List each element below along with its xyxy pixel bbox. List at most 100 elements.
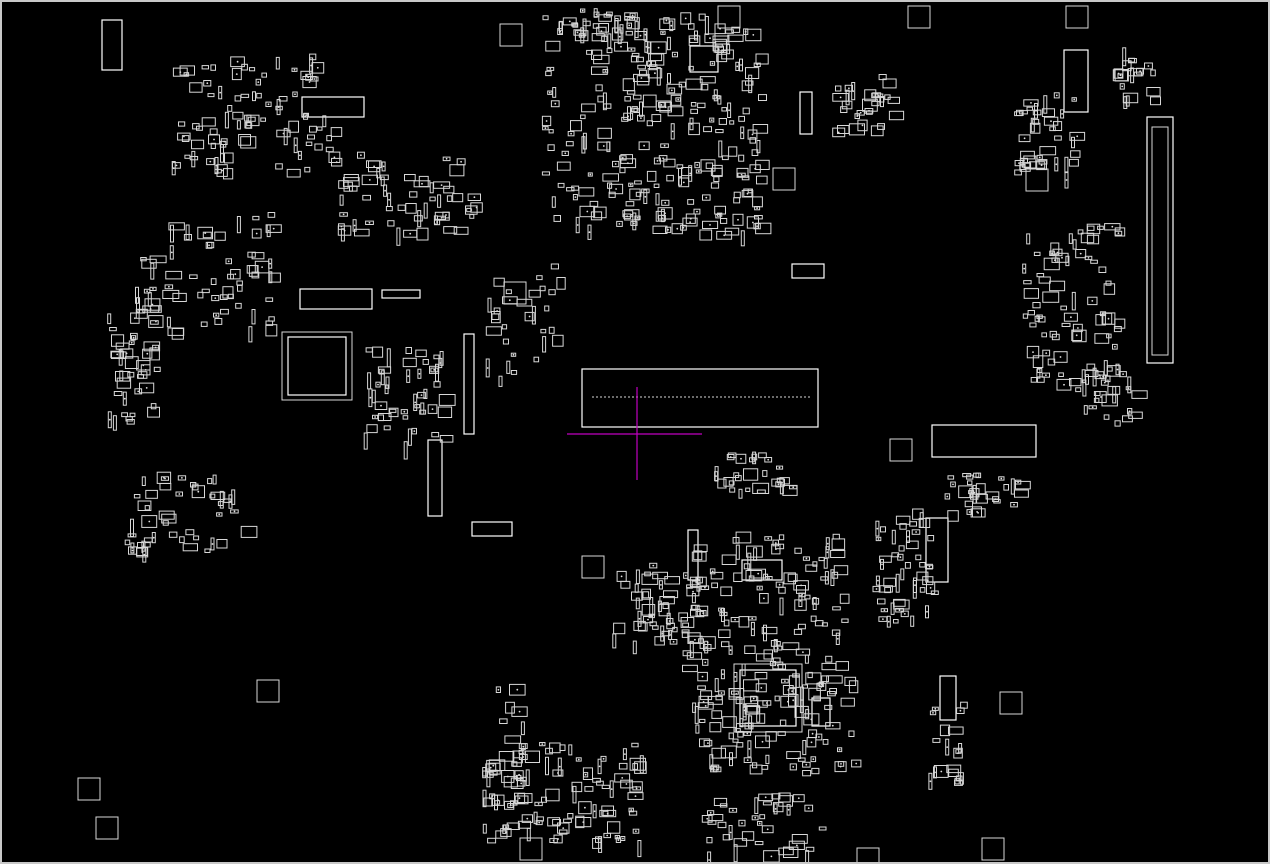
smd-footprint[interactable] bbox=[547, 90, 553, 95]
smd-footprint[interactable] bbox=[551, 196, 556, 208]
component-cpu-outline-left[interactable] bbox=[281, 331, 353, 401]
smd-footprint[interactable] bbox=[781, 678, 789, 684]
smd-footprint[interactable] bbox=[404, 174, 416, 182]
smd-footprint[interactable] bbox=[542, 126, 549, 131]
smd-footprint[interactable] bbox=[209, 128, 218, 135]
component-connector-top-left[interactable] bbox=[301, 96, 365, 118]
smd-footprint[interactable] bbox=[899, 523, 907, 530]
smd-footprint[interactable] bbox=[728, 480, 735, 486]
smd-footprint[interactable] bbox=[700, 585, 710, 591]
smd-footprint[interactable] bbox=[844, 676, 857, 686]
smd-footprint[interactable] bbox=[578, 187, 595, 197]
smd-footprint[interactable] bbox=[1051, 257, 1059, 263]
smd-footprint[interactable] bbox=[291, 67, 298, 72]
smd-footprint[interactable] bbox=[587, 172, 593, 177]
smd-footprint[interactable] bbox=[486, 768, 491, 788]
smd-footprint[interactable] bbox=[1083, 405, 1088, 415]
smd-footprint[interactable] bbox=[249, 67, 256, 72]
smd-footprint[interactable] bbox=[831, 538, 846, 550]
smd-footprint[interactable] bbox=[820, 576, 829, 581]
smd-footprint[interactable] bbox=[1098, 266, 1107, 273]
smd-footprint[interactable] bbox=[805, 564, 818, 572]
smd-footprint[interactable] bbox=[406, 369, 411, 383]
smd-footprint[interactable] bbox=[1113, 326, 1122, 333]
smd-footprint[interactable] bbox=[788, 694, 799, 707]
square-pad[interactable] bbox=[999, 691, 1023, 715]
smd-footprint[interactable] bbox=[128, 340, 135, 345]
smd-footprint[interactable] bbox=[286, 168, 301, 178]
smd-footprint[interactable] bbox=[927, 535, 935, 542]
smd-footprint[interactable] bbox=[688, 122, 700, 136]
smd-footprint[interactable] bbox=[880, 558, 884, 570]
smd-footprint[interactable] bbox=[737, 172, 746, 177]
smd-footprint[interactable] bbox=[485, 358, 490, 378]
smd-footprint[interactable] bbox=[140, 364, 151, 376]
smd-footprint[interactable] bbox=[330, 127, 343, 137]
smd-footprint[interactable] bbox=[236, 280, 243, 286]
smd-footprint[interactable] bbox=[1026, 233, 1031, 245]
smd-footprint[interactable] bbox=[743, 188, 753, 197]
smd-footprint[interactable] bbox=[469, 214, 475, 219]
smd-footprint[interactable] bbox=[375, 381, 381, 388]
smd-footprint[interactable] bbox=[309, 57, 314, 74]
smd-footprint[interactable] bbox=[670, 94, 682, 106]
smd-footprint[interactable] bbox=[700, 83, 709, 91]
smd-footprint[interactable] bbox=[713, 89, 718, 102]
smd-footprint[interactable] bbox=[733, 191, 741, 199]
smd-footprint[interactable] bbox=[433, 381, 441, 388]
smd-footprint[interactable] bbox=[725, 29, 734, 34]
smd-footprint[interactable] bbox=[531, 305, 536, 325]
smd-footprint[interactable] bbox=[724, 227, 740, 236]
smd-footprint[interactable] bbox=[832, 533, 840, 540]
smd-footprint[interactable] bbox=[1053, 121, 1063, 131]
smd-footprint[interactable] bbox=[443, 185, 455, 194]
smd-footprint[interactable] bbox=[622, 748, 627, 761]
smd-footprint[interactable] bbox=[699, 229, 713, 241]
smd-footprint[interactable] bbox=[267, 212, 276, 218]
smd-footprint[interactable] bbox=[431, 432, 440, 438]
smd-footprint[interactable] bbox=[209, 493, 216, 499]
smd-footprint[interactable] bbox=[220, 144, 224, 163]
smd-footprint[interactable] bbox=[658, 155, 668, 162]
smd-footprint[interactable] bbox=[818, 826, 827, 831]
smd-footprint[interactable] bbox=[137, 309, 146, 314]
smd-footprint[interactable] bbox=[689, 640, 694, 659]
smd-footprint[interactable] bbox=[841, 100, 853, 110]
smd-footprint[interactable] bbox=[197, 291, 204, 299]
smd-footprint[interactable] bbox=[763, 649, 773, 660]
smd-footprint[interactable] bbox=[1010, 502, 1018, 508]
smd-footprint[interactable] bbox=[623, 213, 631, 220]
smd-footprint[interactable] bbox=[804, 654, 809, 664]
smd-footprint[interactable] bbox=[756, 585, 763, 591]
smd-footprint[interactable] bbox=[385, 206, 393, 212]
smd-footprint[interactable] bbox=[227, 293, 234, 300]
smd-footprint[interactable] bbox=[802, 684, 808, 689]
smd-footprint[interactable] bbox=[928, 772, 933, 790]
smd-footprint[interactable] bbox=[685, 213, 696, 224]
smd-footprint[interactable] bbox=[658, 603, 670, 617]
smd-footprint[interactable] bbox=[802, 761, 811, 768]
smd-footprint[interactable] bbox=[116, 377, 132, 389]
smd-footprint[interactable] bbox=[848, 730, 855, 737]
smd-footprint[interactable] bbox=[636, 56, 644, 63]
smd-footprint[interactable] bbox=[598, 14, 612, 22]
smd-footprint[interactable] bbox=[1107, 385, 1121, 395]
smd-footprint[interactable] bbox=[756, 140, 761, 154]
smd-footprint[interactable] bbox=[1112, 343, 1118, 350]
smd-footprint[interactable] bbox=[261, 72, 267, 78]
smd-footprint[interactable] bbox=[787, 573, 798, 582]
smd-footprint[interactable] bbox=[130, 332, 138, 340]
square-pad[interactable] bbox=[519, 837, 543, 861]
smd-footprint[interactable] bbox=[502, 824, 507, 834]
smd-footprint[interactable] bbox=[112, 415, 117, 431]
smd-footprint[interactable] bbox=[1041, 332, 1048, 338]
smd-footprint[interactable] bbox=[649, 562, 658, 569]
smd-footprint[interactable] bbox=[752, 196, 763, 208]
smd-footprint[interactable] bbox=[1125, 95, 1130, 107]
smd-footprint[interactable] bbox=[797, 623, 806, 630]
smd-footprint[interactable] bbox=[678, 177, 690, 188]
smd-footprint[interactable] bbox=[840, 106, 848, 113]
smd-footprint[interactable] bbox=[727, 452, 737, 459]
smd-footprint[interactable] bbox=[658, 214, 666, 222]
square-pad[interactable] bbox=[581, 555, 605, 579]
